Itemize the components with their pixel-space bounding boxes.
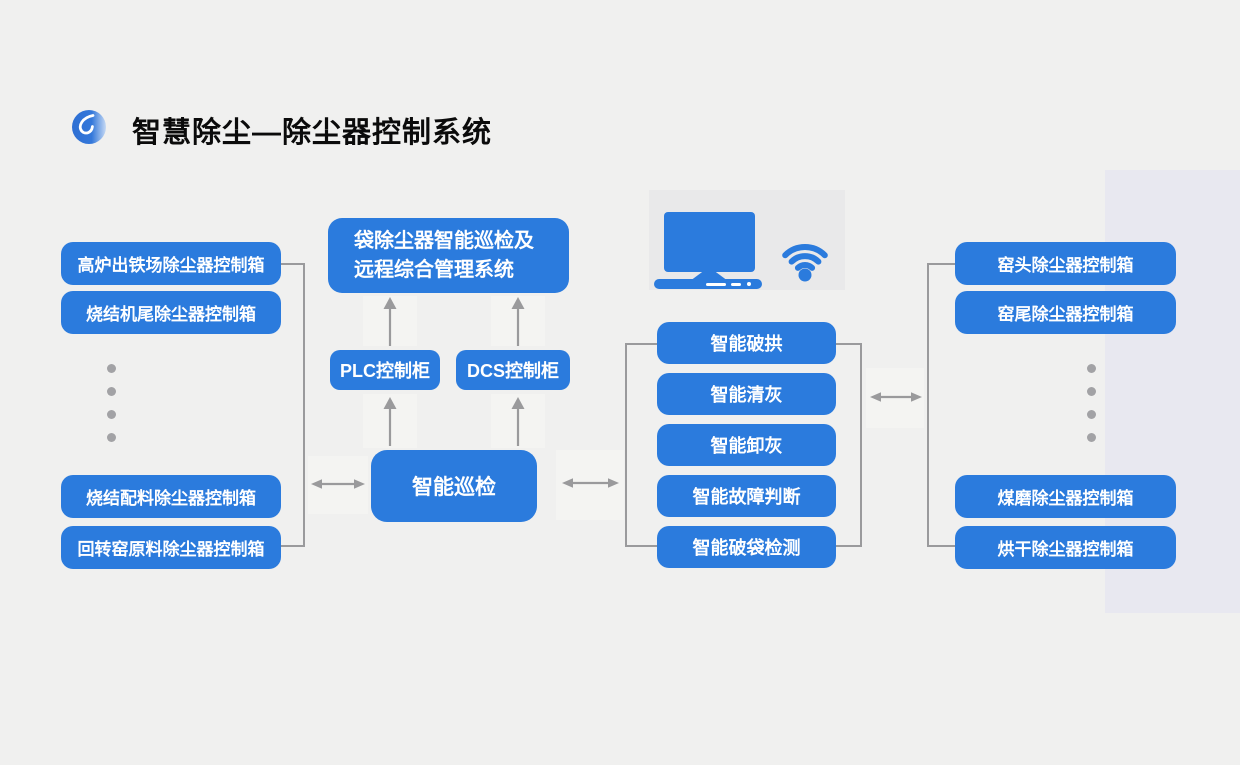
node-rotary-kiln-raw-controller: 回转窑原料除尘器控制箱 <box>61 526 281 569</box>
node-smart-bag-break-detection: 智能破袋检测 <box>657 526 836 568</box>
node-plc-cabinet: PLC控制柜 <box>330 350 440 390</box>
node-kiln-head-controller: 窑头除尘器控制箱 <box>955 242 1176 285</box>
wifi-icon <box>782 244 828 282</box>
node-coal-mill-controller: 煤磨除尘器控制箱 <box>955 475 1176 518</box>
arrow-up-icon <box>511 297 525 346</box>
double-arrow-icon <box>870 392 922 402</box>
base-dash <box>731 282 741 286</box>
node-management-system: 袋除尘器智能巡检及 远程综合管理系统 <box>328 218 569 293</box>
logo-swirl-icon <box>72 110 106 144</box>
node-smart-arch-breaking: 智能破拱 <box>657 322 836 364</box>
node-sinter-tail-controller: 烧结机尾除尘器控制箱 <box>61 291 281 334</box>
node-sinter-batching-controller: 烧结配料除尘器控制箱 <box>61 475 281 518</box>
monitor-screen <box>664 212 755 272</box>
monitor-stand <box>690 272 728 281</box>
page-title: 智慧除尘—除尘器控制系统 <box>132 117 493 149</box>
monitor-base <box>654 279 762 289</box>
node-smart-fault-diagnosis: 智能故障判断 <box>657 475 836 517</box>
management-system-line2: 远程综合管理系统 <box>354 258 514 281</box>
node-kiln-tail-controller: 窑尾除尘器控制箱 <box>955 291 1176 334</box>
ellipsis-dots-right <box>1087 364 1096 442</box>
node-blast-furnace-controller: 高炉出铁场除尘器控制箱 <box>61 242 281 285</box>
arrow-up-icon <box>511 397 525 446</box>
node-dcs-cabinet: DCS控制柜 <box>456 350 570 390</box>
arrow-up-icon <box>383 297 397 346</box>
double-arrow-icon <box>311 479 365 489</box>
function-group-left-bracket <box>625 343 657 547</box>
ellipsis-dots-left <box>107 364 116 442</box>
function-group-right-bracket <box>836 343 862 547</box>
node-smart-ash-unloading: 智能卸灰 <box>657 424 836 466</box>
base-dot <box>747 282 751 286</box>
double-arrow-icon <box>562 478 619 488</box>
arrow-up-icon <box>383 397 397 446</box>
node-drying-controller: 烘干除尘器控制箱 <box>955 526 1176 569</box>
management-system-line1: 袋除尘器智能巡检及 <box>354 230 534 253</box>
right-group-bracket <box>927 263 955 547</box>
left-group-bracket <box>281 263 305 547</box>
base-dash <box>706 282 726 286</box>
device-card <box>649 190 845 290</box>
node-smart-ash-cleaning: 智能清灰 <box>657 373 836 415</box>
node-smart-inspection: 智能巡检 <box>371 450 537 522</box>
